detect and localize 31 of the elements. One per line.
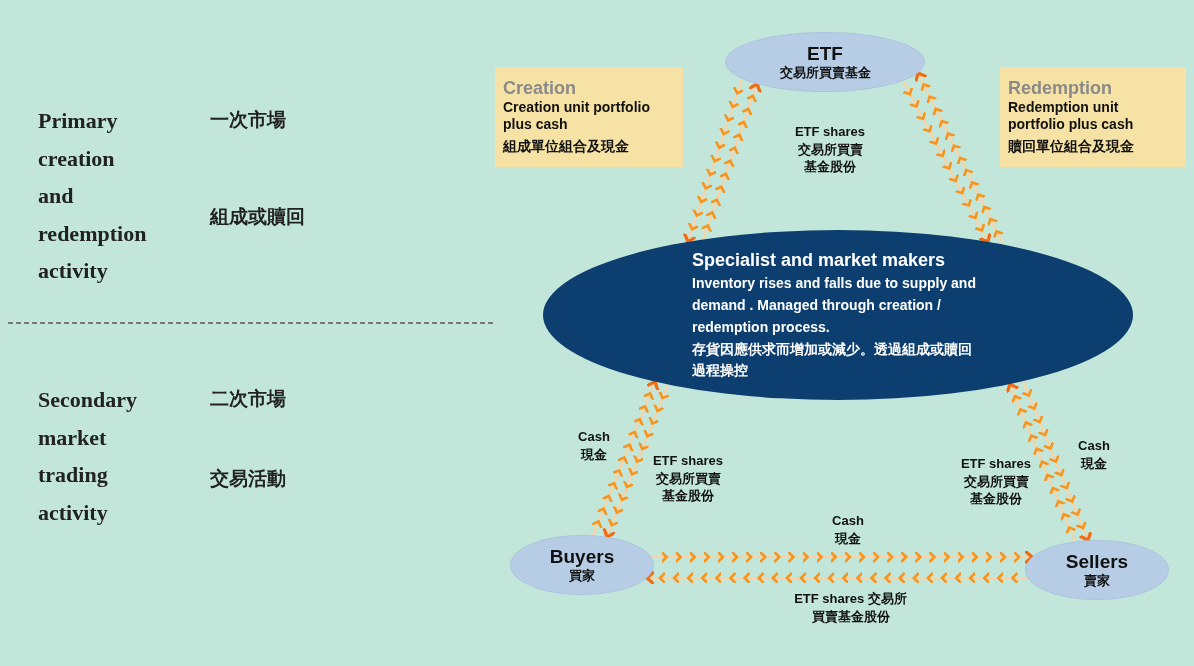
chevron-arrow	[602, 383, 669, 538]
section-label: 一次市場	[210, 107, 286, 132]
node-description: Inventory rises and falls due to supply and demand . Managed through creation / redemption process.	[692, 273, 977, 338]
section-label: Secondary market trading activity	[38, 386, 137, 527]
chevron-arrow	[592, 380, 660, 537]
node-title: ETF	[807, 43, 843, 65]
info-box	[1000, 67, 1186, 167]
chevron-arrow	[683, 77, 743, 243]
box-heading: Redemption	[1008, 78, 1112, 99]
box-text: 組成單位組合及現金	[503, 138, 629, 156]
box-text: 贖回單位組合及現金	[1008, 138, 1134, 156]
ellipse-node	[725, 32, 925, 92]
node-subtitle: 賣家	[1084, 572, 1110, 589]
node-subtitle: 買家	[569, 567, 595, 584]
box-heading: Creation	[503, 78, 576, 99]
section-label: 二次市場	[210, 386, 286, 411]
node-description: 存貨因應供求而增加或減少。透過組成或贖回過程操控	[692, 339, 973, 380]
box-text: Creation unit portfolio plus cash	[503, 98, 651, 133]
info-box	[495, 67, 683, 167]
node-subtitle: 交易所買賣基金	[779, 64, 871, 81]
chevron-arrow	[701, 83, 761, 241]
section-label: Primary creation and redemption activity	[38, 107, 147, 285]
section-label: 交易活動	[210, 466, 286, 491]
node-title: Specialist and market makers	[692, 249, 947, 272]
node-title: Sellers	[1065, 551, 1129, 573]
node-title: Buyers	[549, 546, 615, 568]
box-text: Redemption unit portfolio plus cash	[1008, 98, 1135, 133]
chevron-arrow	[902, 79, 991, 243]
chevron-arrow	[1021, 380, 1092, 542]
section-label: 組成或贖回	[210, 204, 305, 229]
chevron-arrow	[914, 71, 1004, 246]
